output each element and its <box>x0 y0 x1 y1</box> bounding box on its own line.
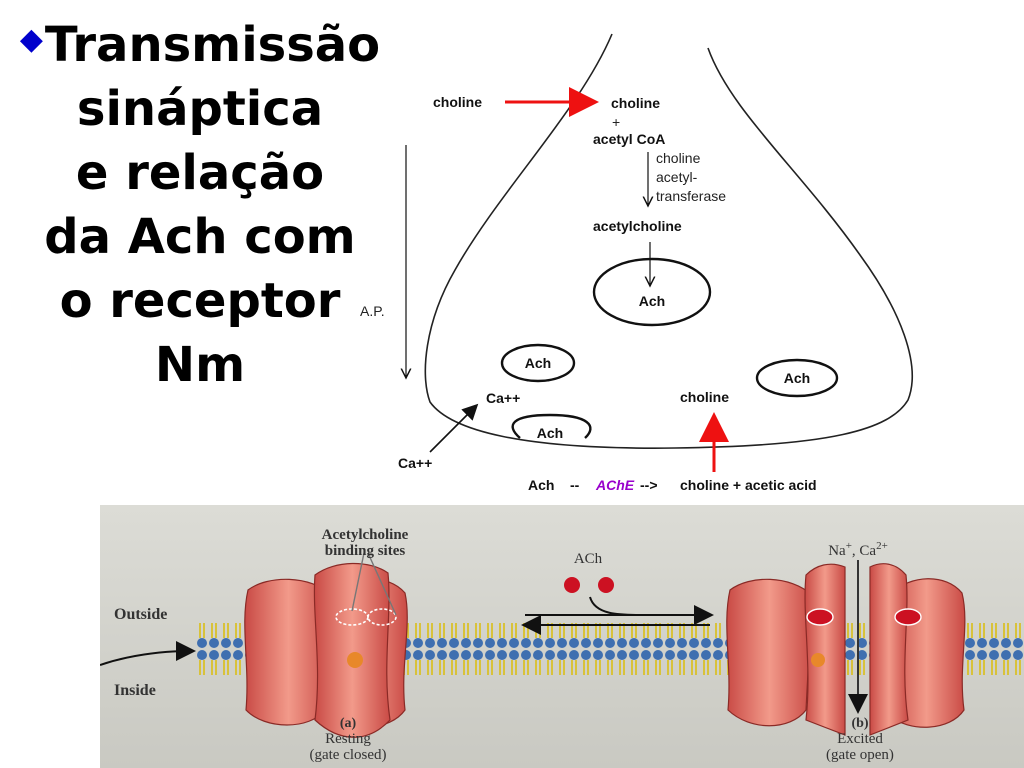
choline-extracellular-label: choline <box>433 94 482 110</box>
enzyme-label-1: choline <box>656 150 701 166</box>
ach-molecule-2 <box>598 577 614 593</box>
title-line-4: da Ach com <box>44 209 356 265</box>
calcium-influx-arrow <box>429 403 479 453</box>
title-line-1: ◆Transmissão <box>19 17 381 73</box>
resting-label-3: (gate closed) <box>309 747 386 763</box>
ach-molecule-1 <box>564 577 580 593</box>
nicotinic-receptor-diagram: Acetylcholine binding sites Outside Insi… <box>100 527 1024 763</box>
vesicle-small-2-label: Ach <box>784 370 810 386</box>
hydrolysis-products-label: choline + acetic acid <box>680 477 817 493</box>
pointer-arrow <box>100 641 196 666</box>
acetyl-coa-label: acetyl CoA <box>593 131 665 147</box>
title-line-2: sináptica <box>76 81 324 137</box>
enzyme-label-2: acetyl- <box>656 169 698 185</box>
vesicle-fusing-label: Ach <box>537 425 563 441</box>
title-line-6: Nm <box>154 337 246 393</box>
choline-intracellular-label: choline <box>611 95 660 111</box>
binding-sites-label-2: binding sites <box>325 543 406 559</box>
diamond-bullet-icon: ◆ <box>19 22 43 57</box>
resting-label-1: (a) <box>340 716 357 731</box>
excited-label-2: Excited <box>837 731 883 747</box>
vesicle-small-2 <box>755 358 839 398</box>
calcium-outside-label: Ca++ <box>398 455 432 471</box>
binding-site-pointer-1 <box>351 552 365 612</box>
vesicle-small-1-label: Ach <box>525 355 551 371</box>
action-potential-label: A.P. <box>360 303 385 319</box>
resting-label-2: Resting <box>325 731 371 747</box>
ions-label: Na+, Ca2+ <box>828 540 888 559</box>
vesicle-large <box>592 257 712 327</box>
title-line-3: e relação <box>75 145 325 201</box>
binding-site-pointer-2 <box>367 552 397 616</box>
acetylcholine-label: acetylcholine <box>593 218 682 234</box>
receptor-excited <box>726 563 966 736</box>
nerve-terminal-outline <box>424 33 913 449</box>
hydrolysis-dash-2: --> <box>640 477 658 493</box>
binding-arrow <box>589 596 641 616</box>
ache-enzyme-label: AChE <box>595 477 635 493</box>
choline-reuptake-label: choline <box>680 389 729 405</box>
binding-sites-label-1: Acetylcholine <box>322 527 409 543</box>
hydrolysis-ach-label: Ach <box>528 477 554 493</box>
hydrolysis-dash-1: -- <box>570 477 580 493</box>
enzyme-label-3: transferase <box>656 188 726 204</box>
title-line-5: o receptor <box>59 273 341 329</box>
vesicle-large-label: Ach <box>639 293 665 309</box>
excited-label-1: (b) <box>851 716 868 731</box>
receptor-resting <box>244 562 408 738</box>
slide-title: ◆Transmissão sináptica e relação da Ach … <box>0 8 400 397</box>
receptor-channel-panel: Acetylcholine binding sites Outside Insi… <box>100 505 1024 768</box>
vesicle-fusing <box>511 413 592 439</box>
inside-label: Inside <box>114 682 156 699</box>
synapse-diagram: choline choline + acetyl CoA choline ace… <box>360 33 913 493</box>
ach-label: ACh <box>574 551 603 567</box>
vesicle-small-1 <box>500 343 576 383</box>
excited-label-3: (gate open) <box>826 747 894 763</box>
outside-label: Outside <box>114 606 167 623</box>
plus-sign: + <box>612 114 620 130</box>
calcium-inside-label: Ca++ <box>486 390 520 406</box>
